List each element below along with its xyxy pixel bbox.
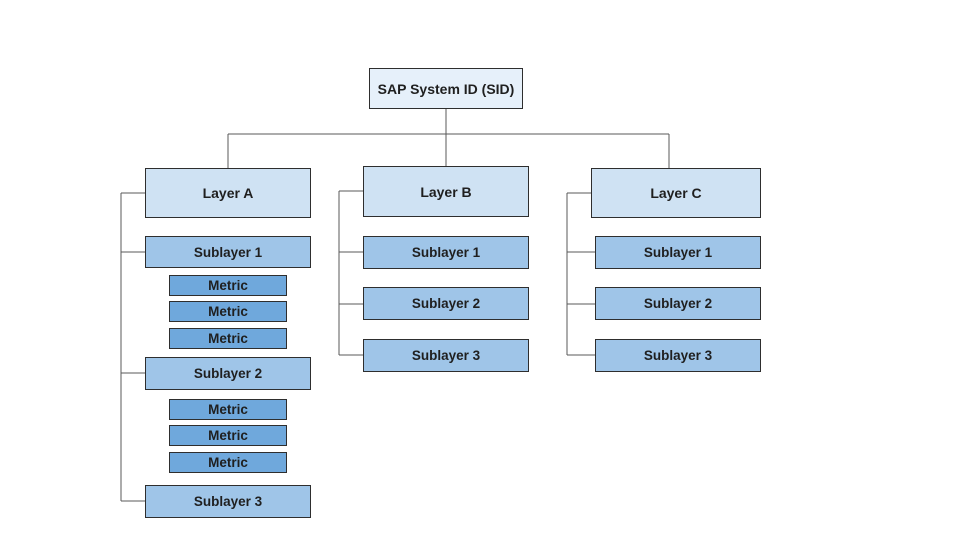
layer-a-sublayer-1-metric-2: Metric	[169, 301, 287, 322]
layer-c-sublayer-2: Sublayer 2	[595, 287, 761, 320]
layer-b-sublayer-1: Sublayer 1	[363, 236, 529, 269]
layer-a-sublayer-1-metric-3: Metric	[169, 328, 287, 349]
layer-c-node: Layer C	[591, 168, 761, 218]
layer-a-sublayer-1: Sublayer 1	[145, 236, 311, 268]
layer-a-node: Layer A	[145, 168, 311, 218]
layer-a-sublayer-2-metric-2: Metric	[169, 425, 287, 446]
layer-b-sublayer-2: Sublayer 2	[363, 287, 529, 320]
root-node: SAP System ID (SID)	[369, 68, 523, 109]
layer-c-sublayer-1: Sublayer 1	[595, 236, 761, 269]
layer-c-sublayer-3: Sublayer 3	[595, 339, 761, 372]
layer-a-sublayer-1-metric-1: Metric	[169, 275, 287, 296]
layer-a-sublayer-3: Sublayer 3	[145, 485, 311, 518]
layer-a-sublayer-2: Sublayer 2	[145, 357, 311, 390]
layer-b-sublayer-3: Sublayer 3	[363, 339, 529, 372]
layer-a-sublayer-2-metric-3: Metric	[169, 452, 287, 473]
layer-a-sublayer-2-metric-1: Metric	[169, 399, 287, 420]
layer-b-node: Layer B	[363, 166, 529, 217]
